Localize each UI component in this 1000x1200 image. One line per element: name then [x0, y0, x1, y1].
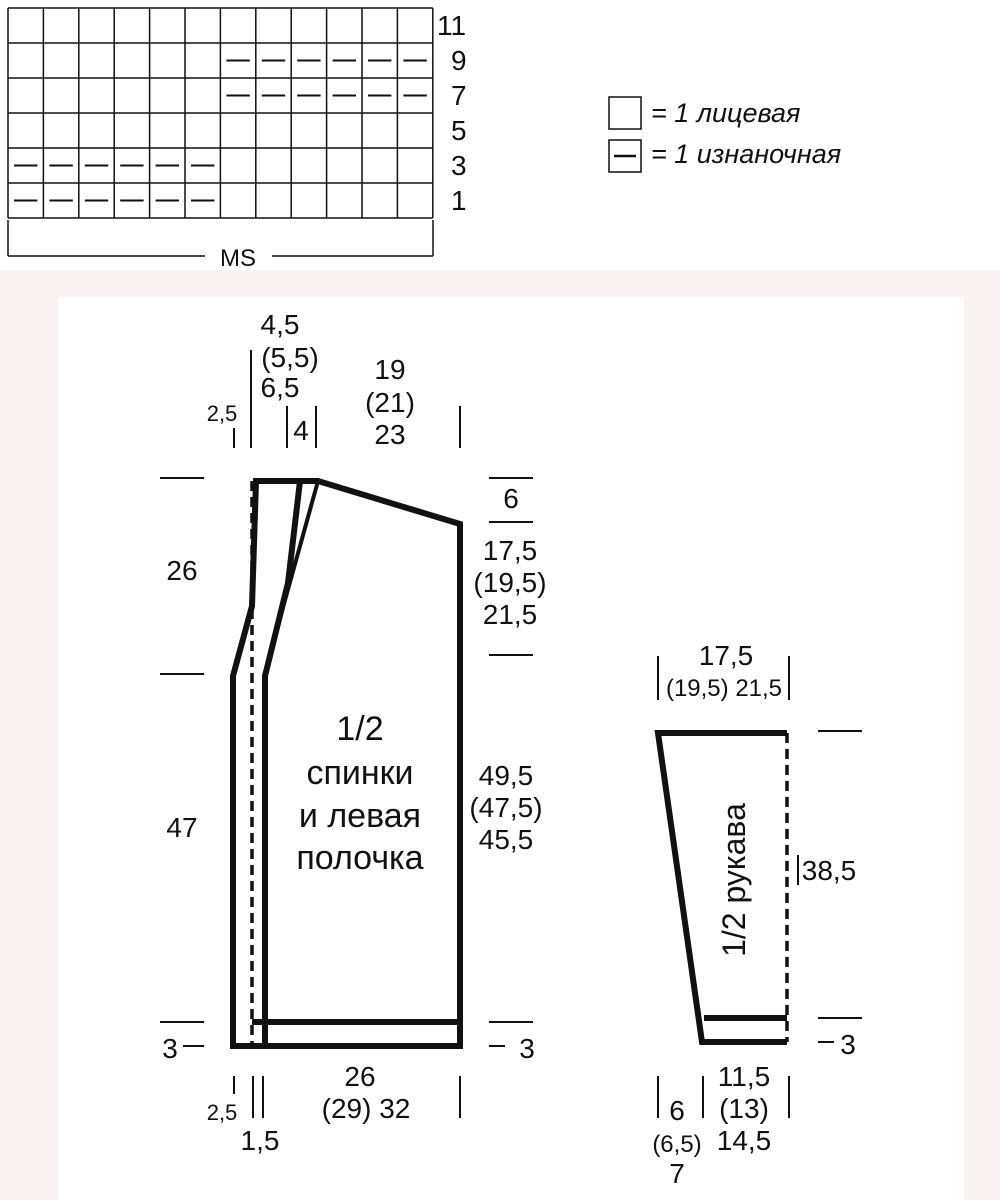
dim-side-height: 49,5	[479, 760, 534, 791]
dim-neck-width: (5,5)	[261, 342, 319, 373]
dim-sleeve-bottom-width: 14,5	[717, 1125, 772, 1156]
dim-side-height: (47,5)	[469, 792, 542, 823]
row-number: 7	[451, 80, 467, 111]
sleeve-dimension-ticks	[657, 656, 862, 1118]
dim-shoulder-width: 23	[374, 419, 405, 450]
dim-bottom-width: 26	[344, 1061, 375, 1092]
dim-sleeve-top-width: 17,5	[699, 640, 754, 671]
dim-side-height: 45,5	[479, 824, 534, 855]
body-label-line: 1/2	[336, 710, 383, 748]
dim-shoulder-offset: 2,5	[207, 401, 238, 426]
body-outline	[230, 478, 463, 1049]
front-band-inner-line	[262, 480, 320, 677]
purl-marks	[14, 59, 427, 202]
body-piece-label: 1/2 спинки и левая полочка	[296, 710, 423, 877]
body-dimension-ticks	[160, 350, 533, 1118]
row-number: 3	[451, 150, 467, 181]
dim-neck-band: 4	[293, 415, 309, 446]
body-label-line: и левая	[299, 797, 421, 835]
edge-stitch-marker	[7, 220, 434, 257]
dim-sleeve-cuff: 3	[840, 1029, 856, 1060]
dim-bottom-width: (29) 32	[322, 1093, 411, 1124]
dim-sleeve-bottom-offset: (6,5)	[652, 1131, 701, 1158]
sleeve-piece-label: 1/2 рукава	[716, 803, 752, 957]
legend-knit-label: = 1 лицевая	[651, 98, 800, 128]
row-number: 5	[451, 115, 467, 146]
dim-front-upper: 26	[166, 555, 197, 586]
chart-grid	[7, 7, 434, 219]
body-label-line: полочка	[296, 839, 423, 877]
dim-shoulder-width: 19	[374, 354, 405, 385]
row-number: 9	[451, 45, 467, 76]
dim-shoulder-slope: 6	[503, 483, 519, 514]
stitch-chart: 11 9 7 5 3 1 MS	[7, 7, 467, 272]
dim-sleeve-bottom-offset: 7	[669, 1158, 685, 1189]
dim-armhole-height: 21,5	[483, 599, 538, 630]
dim-sleeve-bottom-width: (13)	[719, 1093, 769, 1124]
dim-neck-width: 6,5	[261, 372, 300, 403]
legend-purl-label: = 1 изнаночная	[651, 139, 841, 169]
pattern-card	[58, 297, 964, 1200]
dim-band-right: 3	[519, 1033, 535, 1064]
body-piece	[230, 478, 463, 1049]
sleeve-dimension-labels: 17,5 (19,5) 21,5 38,5 3 6 (6,5) 7 11,5 (…	[652, 640, 856, 1189]
dim-band-left: 3	[162, 1033, 178, 1064]
body-dimension-labels: 2,5 4,5 (5,5) 6,5 4 19 (21) 23 6 17,5 (1…	[162, 309, 546, 1156]
sleeve-piece	[654, 730, 789, 1045]
dim-front-lower: 47	[166, 812, 197, 843]
dim-armhole-height: 17,5	[483, 535, 538, 566]
chart-row-numbers: 11 9 7 5 3 1	[437, 10, 467, 216]
dim-neck-width: 4,5	[261, 309, 300, 340]
sleeve-outline	[654, 730, 787, 1045]
edge-label: MS	[220, 245, 256, 272]
dim-front-band-width: 1,5	[241, 1125, 280, 1156]
dim-shoulder-width: (21)	[365, 387, 415, 418]
stitch-chart-area	[0, 0, 1000, 270]
body-label-line: спинки	[306, 754, 413, 792]
dim-bottom-offset: 2,5	[207, 1100, 238, 1125]
dim-sleeve-length: 38,5	[802, 855, 857, 886]
row-number: 11	[437, 10, 466, 41]
dim-sleeve-bottom-offset: 6	[669, 1095, 685, 1126]
dim-sleeve-bottom-width: 11,5	[718, 1061, 770, 1092]
dim-armhole-height: (19,5)	[473, 567, 546, 598]
legend: = 1 лицевая = 1 изнаночная	[608, 96, 841, 173]
knit-symbol-icon	[608, 96, 642, 130]
row-number: 1	[451, 185, 467, 216]
dim-sleeve-top-width: (19,5) 21,5	[666, 675, 782, 702]
